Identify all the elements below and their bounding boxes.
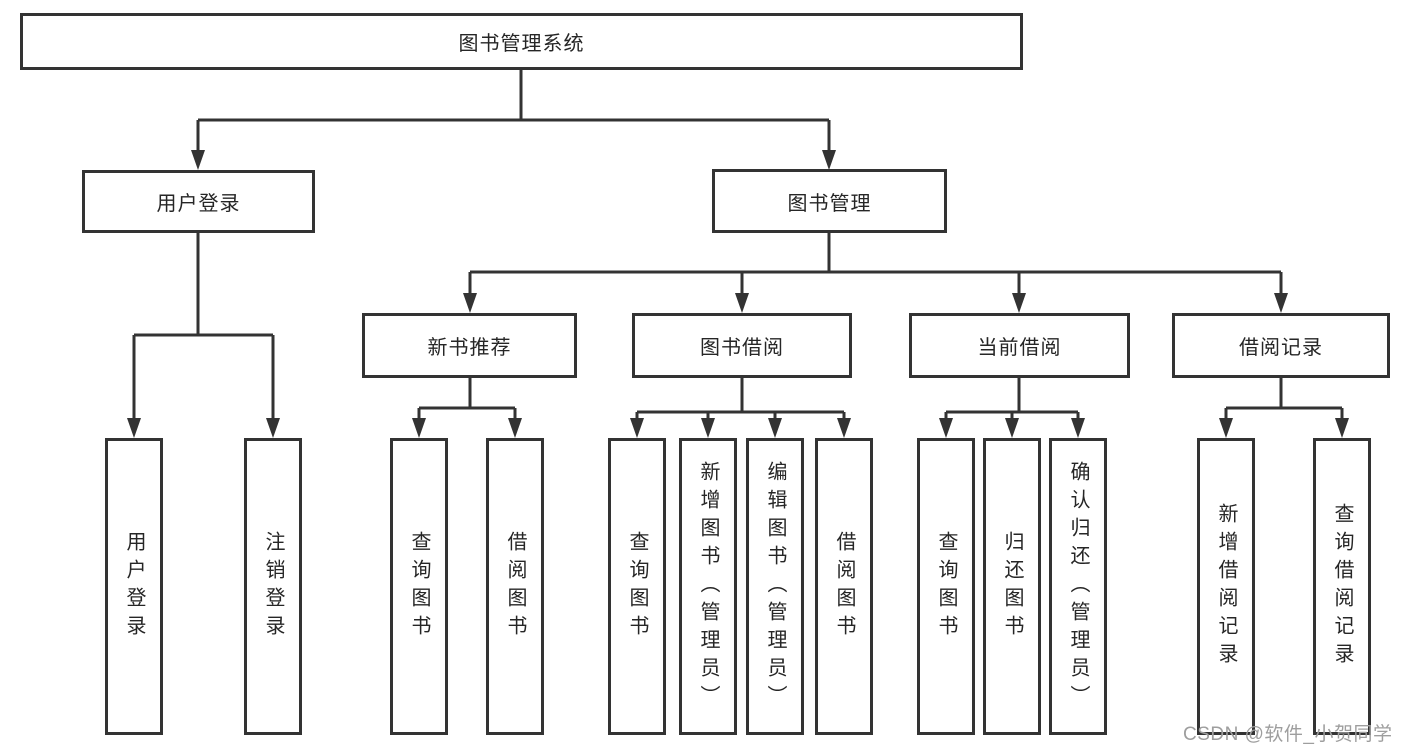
node-book-management-branch: 图书管理 (712, 169, 947, 233)
leaf-label: 归还图书 (1001, 530, 1023, 643)
leaf-confirm-return-admin: 确认归还（管理员） (1049, 438, 1107, 735)
leaf-borrow-books-recommend: 借阅图书 (486, 438, 544, 735)
node-book-borrowing: 图书借阅 (632, 313, 852, 378)
leaf-add-books-admin: 新增图书（管理员） (679, 438, 737, 735)
leaf-label: 用户登录 (123, 530, 145, 643)
leaf-label: 编辑图书（管理员） (764, 460, 786, 713)
leaf-query-borrow-record: 查询借阅记录 (1313, 438, 1371, 735)
leaf-label: 注销登录 (262, 530, 284, 643)
leaf-query-books-recommend: 查询图书 (390, 438, 448, 735)
leaf-label: 查询图书 (408, 530, 430, 643)
leaf-add-borrow-record: 新增借阅记录 (1197, 438, 1255, 735)
node-user-login-branch: 用户登录 (82, 170, 315, 233)
leaf-label: 确认归还（管理员） (1067, 460, 1089, 713)
csdn-watermark: CSDN @软件_小贺同学 (1183, 724, 1393, 745)
leaf-logout: 注销登录 (244, 438, 302, 735)
leaf-label: 查询借阅记录 (1331, 502, 1353, 671)
node-new-book-recommend: 新书推荐 (362, 313, 577, 378)
leaf-borrow-books: 借阅图书 (815, 438, 873, 735)
node-borrowing-records: 借阅记录 (1172, 313, 1390, 378)
leaf-user-login: 用户登录 (105, 438, 163, 735)
leaf-label: 查询图书 (935, 530, 957, 643)
leaf-label: 借阅图书 (504, 530, 526, 643)
node-library-management-system: 图书管理系统 (20, 13, 1023, 70)
leaf-label: 新增借阅记录 (1215, 502, 1237, 671)
leaf-label: 新增图书（管理员） (697, 460, 719, 713)
leaf-query-books-borrowing: 查询图书 (608, 438, 666, 735)
leaf-query-books-current: 查询图书 (917, 438, 975, 735)
node-current-borrowing: 当前借阅 (909, 313, 1130, 378)
leaf-label: 借阅图书 (833, 530, 855, 643)
leaf-label: 查询图书 (626, 530, 648, 643)
leaf-return-books: 归还图书 (983, 438, 1041, 735)
leaf-edit-books-admin: 编辑图书（管理员） (746, 438, 804, 735)
